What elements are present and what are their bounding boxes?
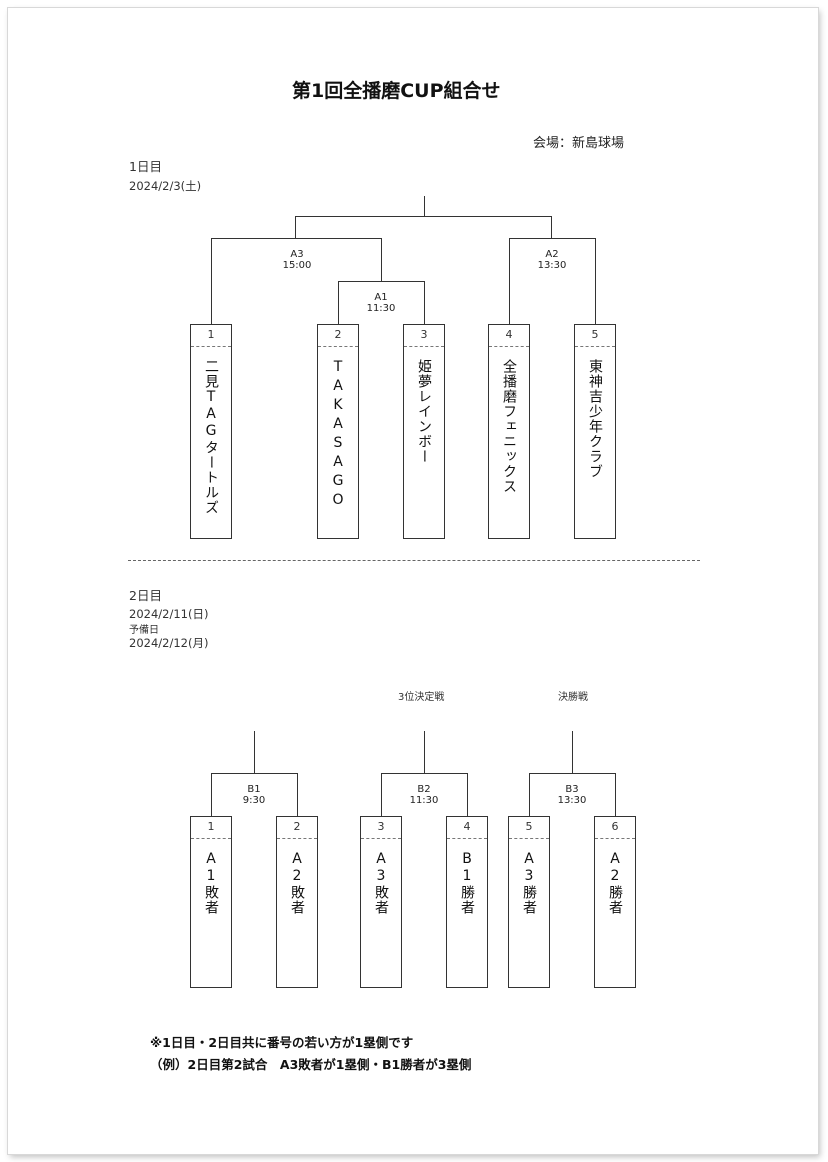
- slot-number: 4: [447, 817, 487, 839]
- day1-date: 2024/2/3(土): [129, 179, 202, 193]
- venue-label: 会場：新島球場: [533, 136, 625, 151]
- match-time: 11:30: [409, 795, 439, 806]
- team-number: 5: [575, 325, 615, 347]
- slot-name: A3敗者: [373, 851, 389, 915]
- slot-name: B1勝者: [459, 851, 475, 915]
- match-code: A2: [545, 249, 559, 260]
- reserve-day-label: 予備日: [129, 625, 159, 636]
- match-b1: B1 9:30: [233, 784, 275, 806]
- day2-label: 2日目: [129, 588, 162, 603]
- slot-box-3: 3 A3敗者: [360, 816, 402, 988]
- day2-date: 2024/2/11(日): [129, 607, 209, 621]
- slot-box-4: 4 B1勝者: [446, 816, 488, 988]
- match-a3: A3 15:00: [276, 249, 318, 271]
- team-number: 4: [489, 325, 529, 347]
- match-time: 11:30: [366, 303, 396, 314]
- slot-box-1: 1 A1敗者: [190, 816, 232, 988]
- match-a2: A2 13:30: [531, 249, 573, 271]
- match-code: B1: [247, 784, 261, 795]
- team-name: 姫夢レインボー: [416, 359, 432, 464]
- match-time: 13:30: [557, 795, 587, 806]
- slot-box-5: 5 A3勝者: [508, 816, 550, 988]
- slot-number: 2: [277, 817, 317, 839]
- slot-name: A1敗者: [203, 851, 219, 915]
- day-divider: [128, 560, 700, 561]
- team-number: 2: [318, 325, 358, 347]
- slot-box-2: 2 A2敗者: [276, 816, 318, 988]
- match-b2: B2 11:30: [403, 784, 445, 806]
- team-box-5: 5 東神吉少年クラブ: [574, 324, 616, 539]
- slot-box-6: 6 A2勝者: [594, 816, 636, 988]
- team-box-3: 3 姫夢レインボー: [403, 324, 445, 539]
- team-name: 二見TAGタートルズ: [203, 359, 219, 515]
- match-code: A1: [374, 292, 388, 303]
- team-number: 1: [191, 325, 231, 347]
- slot-number: 3: [361, 817, 401, 839]
- slot-name: A3勝者: [521, 851, 537, 915]
- slot-number: 1: [191, 817, 231, 839]
- team-box-2: 2 TAKASAGO: [317, 324, 359, 539]
- match-time: 9:30: [242, 795, 266, 806]
- match-a1: A1 11:30: [360, 292, 402, 314]
- note-line-1: ※1日目・2日目共に番号の若い方が1塁側です: [150, 1035, 414, 1050]
- tournament-sheet: 第1回全播磨CUP組合せ 会場：新島球場 1日目 2024/2/3(土) A3 …: [8, 8, 818, 1154]
- third-place-label: 3位決定戦: [398, 692, 445, 703]
- team-box-1: 1 二見TAGタートルズ: [190, 324, 232, 539]
- match-b3: B3 13:30: [551, 784, 593, 806]
- team-number: 3: [404, 325, 444, 347]
- slot-name: A2勝者: [607, 851, 623, 915]
- match-code: B2: [417, 784, 431, 795]
- slot-name: A2敗者: [289, 851, 305, 915]
- day1-label: 1日目: [129, 159, 162, 174]
- team-name: 東神吉少年クラブ: [587, 359, 603, 479]
- team-name: 全播磨フェニックス: [501, 359, 517, 494]
- match-code: A3: [290, 249, 304, 260]
- match-time: 15:00: [282, 260, 312, 271]
- match-time: 13:30: [537, 260, 567, 271]
- reserve-day-date: 2024/2/12(月): [129, 636, 209, 650]
- slot-number: 5: [509, 817, 549, 839]
- slot-number: 6: [595, 817, 635, 839]
- page-title: 第1回全播磨CUP組合せ: [292, 80, 501, 102]
- note-line-2: （例）2日目第2試合 A3敗者が1塁側・B1勝者が3塁側: [150, 1057, 472, 1072]
- final-label: 決勝戦: [558, 692, 588, 703]
- match-code: B3: [565, 784, 579, 795]
- team-name: TAKASAGO: [330, 359, 346, 511]
- team-box-4: 4 全播磨フェニックス: [488, 324, 530, 539]
